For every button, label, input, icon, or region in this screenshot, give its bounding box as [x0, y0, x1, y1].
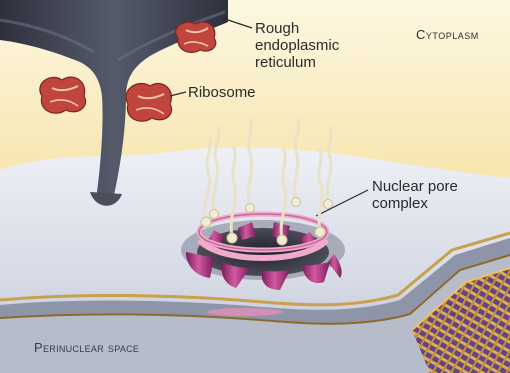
- perinuclear-space-label: Perinuclear space: [34, 340, 139, 355]
- ribosome-icon: [176, 22, 216, 52]
- membrane-highlight: [207, 308, 283, 316]
- ribosome-icon-3: [126, 83, 172, 121]
- nuclear-pore-label: Nuclear pore complex: [372, 178, 458, 212]
- rough-er-label: Rough endoplasmic reticulum: [255, 20, 339, 71]
- cytoplasm-label: Cytoplasm: [416, 27, 479, 42]
- ribosome-icon-2: [40, 77, 86, 113]
- ribosome-label: Ribosome: [188, 84, 256, 101]
